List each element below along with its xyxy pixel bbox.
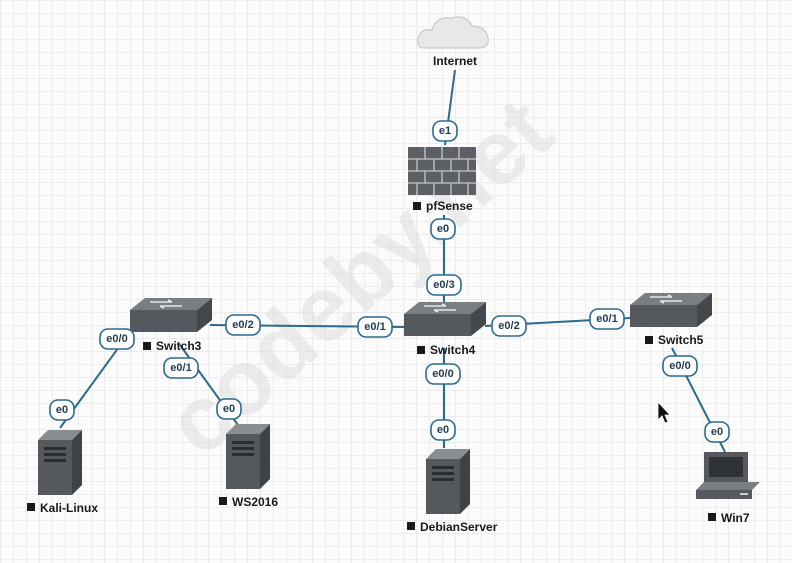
port-badge-switch3-e0-2[interactable]: e0/2 xyxy=(225,314,261,336)
win7-node[interactable]: Win7 xyxy=(696,452,760,525)
status-square-icon xyxy=(413,202,421,210)
status-square-icon xyxy=(417,346,425,354)
port-badges: e1 e0 e0/3 e0/2 e0/1 e0/2 e0/1 e0/0 e0/1… xyxy=(49,120,730,443)
internet-label: Internet xyxy=(433,54,477,68)
port-badge-switch4-e0-1[interactable]: e0/1 xyxy=(357,316,393,338)
port-label: e0/0 xyxy=(106,333,127,345)
port-badge-switch4-e0-2[interactable]: e0/2 xyxy=(491,315,527,337)
port-label: e1 xyxy=(439,125,451,137)
workstation-icon xyxy=(696,452,760,499)
port-label: e0/1 xyxy=(170,362,191,374)
switch5-label: Switch5 xyxy=(658,333,704,347)
watermark-text: codeby.net xyxy=(147,79,571,475)
port-badge-switch5-e0-1[interactable]: e0/1 xyxy=(589,308,625,330)
switch-icon xyxy=(404,302,486,336)
port-label: e0/2 xyxy=(232,319,253,331)
switch3-label-group: Switch3 xyxy=(143,339,202,353)
switch5-label-group: Switch5 xyxy=(645,333,704,347)
port-badge-pfsense-e1[interactable]: e1 xyxy=(432,120,458,142)
port-label: e0/1 xyxy=(596,313,617,325)
port-label: e0/3 xyxy=(433,279,454,291)
port-label: e0 xyxy=(56,404,68,416)
server-icon xyxy=(38,430,82,495)
server-icon xyxy=(426,449,470,514)
cloud-icon xyxy=(417,16,489,49)
port-label: e0/0 xyxy=(432,368,453,380)
status-square-icon xyxy=(708,513,716,521)
status-square-icon xyxy=(27,503,35,511)
port-badge-kali-e0[interactable]: e0 xyxy=(49,399,75,421)
pfsense-label: pfSense xyxy=(426,199,473,213)
status-square-icon xyxy=(407,522,415,530)
port-label: e0 xyxy=(223,403,235,415)
port-badge-switch5-e0-0[interactable]: e0/0 xyxy=(662,355,698,377)
server-icon xyxy=(226,424,270,489)
port-label: e0/2 xyxy=(498,320,519,332)
port-label: e0 xyxy=(437,223,449,235)
ws2016-node[interactable]: WS2016 xyxy=(219,424,278,509)
port-badge-debian-e0[interactable]: e0 xyxy=(430,419,456,441)
switch5-node[interactable]: Switch5 xyxy=(630,293,712,347)
debian-label-group: DebianServer xyxy=(407,520,498,534)
debian-node[interactable]: DebianServer xyxy=(407,449,498,534)
port-label: e0/1 xyxy=(364,321,385,333)
kali-label: Kali-Linux xyxy=(40,501,98,515)
kali-node[interactable]: Kali-Linux xyxy=(27,430,98,515)
port-badge-ws2016-e0[interactable]: e0 xyxy=(216,398,242,420)
port-badge-switch4-e0-3[interactable]: e0/3 xyxy=(426,274,462,296)
switch-icon xyxy=(630,293,712,327)
kali-label-group: Kali-Linux xyxy=(27,501,98,515)
status-square-icon xyxy=(645,336,653,344)
port-badge-pfsense-e0[interactable]: e0 xyxy=(430,218,456,240)
pfsense-label-group: pfSense xyxy=(413,199,473,213)
firewall-icon xyxy=(408,147,476,195)
switch4-node[interactable]: Switch4 xyxy=(404,302,486,357)
switch-icon xyxy=(130,298,212,332)
switch4-label: Switch4 xyxy=(430,343,476,357)
switch3-node[interactable]: Switch3 xyxy=(130,298,212,353)
switch3-label: Switch3 xyxy=(156,339,202,353)
port-label: e0/0 xyxy=(669,360,690,372)
win7-label: Win7 xyxy=(721,511,750,525)
mouse-cursor-icon xyxy=(657,400,671,424)
win7-label-group: Win7 xyxy=(708,511,750,525)
port-badge-switch3-e0-0[interactable]: e0/0 xyxy=(99,328,135,350)
ws2016-label: WS2016 xyxy=(232,495,278,509)
pfsense-node[interactable]: pfSense xyxy=(408,147,476,213)
port-label: e0 xyxy=(437,424,449,436)
port-badge-win7-e0[interactable]: e0 xyxy=(704,421,730,443)
port-badge-switch4-e0-0[interactable]: e0/0 xyxy=(425,363,461,385)
switch4-label-group: Switch4 xyxy=(417,343,476,357)
internet-node[interactable]: Internet xyxy=(417,16,489,68)
port-label: e0 xyxy=(711,426,723,438)
port-badge-switch3-e0-1[interactable]: e0/1 xyxy=(163,357,199,379)
status-square-icon xyxy=(219,497,227,505)
status-square-icon xyxy=(143,342,151,350)
debian-label: DebianServer xyxy=(420,520,498,534)
ws2016-label-group: WS2016 xyxy=(219,495,278,509)
